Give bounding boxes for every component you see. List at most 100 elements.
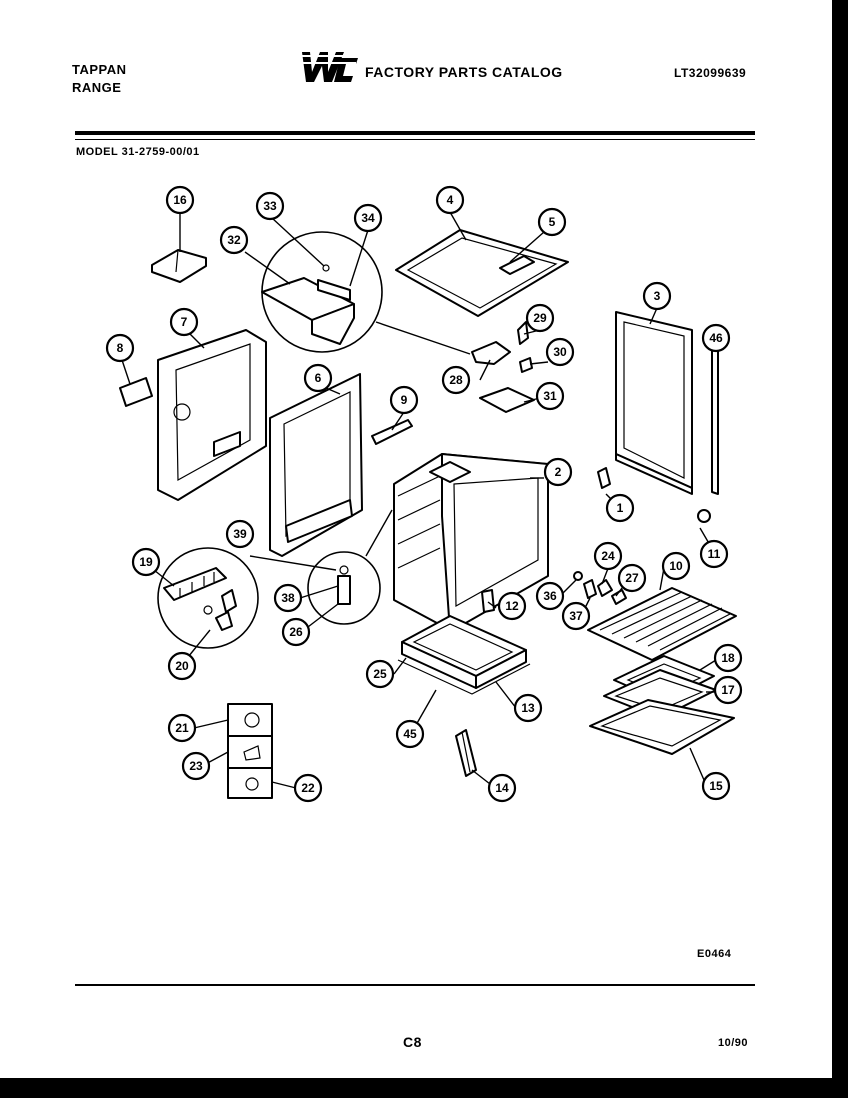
callout-10: 10 [661, 551, 691, 581]
callout-29: 29 [525, 303, 555, 333]
product-type: RANGE [72, 80, 122, 95]
exploded-parts-diagram: 1234567891011121314151617181920212223242… [105, 185, 743, 803]
callout-1: 1 [605, 493, 635, 523]
callout-26: 26 [281, 617, 311, 647]
page-code: C8 [403, 1034, 422, 1050]
parts-1-11-small [597, 467, 711, 523]
callout-24: 24 [593, 541, 623, 571]
svg-text:1: 1 [617, 501, 624, 515]
callout-12: 12 [497, 591, 527, 621]
callout-2: 2 [543, 457, 573, 487]
svg-text:16: 16 [173, 193, 187, 207]
svg-text:20: 20 [175, 659, 189, 673]
detail-circle-top [261, 231, 471, 355]
part-9-strip [371, 419, 413, 445]
part-3-door [615, 311, 719, 495]
svg-text:3: 3 [654, 289, 661, 303]
part-6-rear-panel [269, 373, 363, 557]
svg-text:29: 29 [533, 311, 547, 325]
callout-34: 34 [353, 203, 383, 233]
svg-text:2: 2 [555, 465, 562, 479]
part-16-bracket [151, 249, 207, 283]
svg-text:46: 46 [709, 331, 723, 345]
svg-text:30: 30 [553, 345, 567, 359]
callout-45: 45 [395, 719, 425, 749]
callout-38: 38 [273, 583, 303, 613]
callout-19: 19 [131, 547, 161, 577]
callout-14: 14 [487, 773, 517, 803]
callout-33: 33 [255, 191, 285, 221]
svg-text:38: 38 [281, 591, 295, 605]
detail-circle-left [157, 547, 259, 649]
svg-text:26: 26 [289, 625, 303, 639]
svg-text:39: 39 [233, 527, 247, 541]
svg-text:10: 10 [669, 559, 683, 573]
callout-36: 36 [535, 581, 565, 611]
header-rule-thin [75, 139, 755, 140]
part-15-bottom-tray [589, 699, 735, 755]
header-rule-thick [75, 131, 755, 135]
svg-text:15: 15 [709, 779, 723, 793]
callout-7: 7 [169, 307, 199, 337]
callout-25: 25 [365, 659, 395, 689]
callout-32: 32 [219, 225, 249, 255]
callout-3: 3 [642, 281, 672, 311]
callout-18: 18 [713, 643, 743, 673]
svg-text:19: 19 [139, 555, 153, 569]
callout-8: 8 [105, 333, 135, 363]
callout-28: 28 [441, 365, 471, 395]
callout-30: 30 [545, 337, 575, 367]
svg-text:32: 32 [227, 233, 241, 247]
brand-name: TAPPAN [72, 62, 127, 77]
svg-text:37: 37 [569, 609, 583, 623]
svg-text:22: 22 [301, 781, 315, 795]
catalog-title: FACTORY PARTS CATALOG [365, 64, 563, 80]
svg-text:9: 9 [401, 393, 408, 407]
detail-circle-bottom [249, 509, 393, 625]
svg-text:5: 5 [549, 215, 556, 229]
svg-text:31: 31 [543, 389, 557, 403]
part-2-oven-body [393, 453, 549, 633]
date-code: 10/90 [718, 1037, 749, 1049]
callout-5: 5 [537, 207, 567, 237]
svg-text:25: 25 [373, 667, 387, 681]
svg-text:14: 14 [495, 781, 509, 795]
svg-text:11: 11 [708, 547, 721, 561]
svg-text:28: 28 [449, 373, 463, 387]
svg-text:8: 8 [117, 341, 124, 355]
catalog-number: LT32099639 [674, 66, 747, 80]
footer-rule [75, 984, 755, 986]
svg-text:21: 21 [175, 721, 189, 735]
svg-text:45: 45 [403, 727, 417, 741]
parts-21-23-knobs [227, 703, 273, 799]
callout-6: 6 [303, 363, 333, 393]
part-13-drawer [397, 615, 531, 695]
svg-text:6: 6 [315, 371, 322, 385]
svg-text:7: 7 [181, 315, 188, 329]
svg-text:23: 23 [189, 759, 203, 773]
svg-text:34: 34 [361, 211, 375, 225]
part-8-cover-plate [119, 377, 153, 407]
part-10-oven-rack [587, 587, 737, 661]
model-label: MODEL 31-2759-00/01 [76, 146, 200, 158]
callout-22: 22 [293, 773, 323, 803]
svg-text:24: 24 [601, 549, 615, 563]
parts-catalog-page: TAPPAN RANGE FACTORY PARTS CATALOG LT320… [0, 0, 832, 1078]
callout-15: 15 [701, 771, 731, 801]
svg-text:27: 27 [625, 571, 639, 585]
svg-text:17: 17 [721, 683, 735, 697]
svg-text:18: 18 [721, 651, 735, 665]
callout-13: 13 [513, 693, 543, 723]
callout-21: 21 [167, 713, 197, 743]
callout-9: 9 [389, 385, 419, 415]
callout-39: 39 [225, 519, 255, 549]
svg-text:13: 13 [521, 701, 535, 715]
diagram-code: E0464 [697, 948, 732, 960]
callout-17: 17 [713, 675, 743, 705]
part-4-cooktop [395, 229, 569, 317]
svg-text:33: 33 [263, 199, 277, 213]
wci-logo [298, 52, 358, 82]
callout-16: 16 [165, 185, 195, 215]
callout-31: 31 [535, 381, 565, 411]
